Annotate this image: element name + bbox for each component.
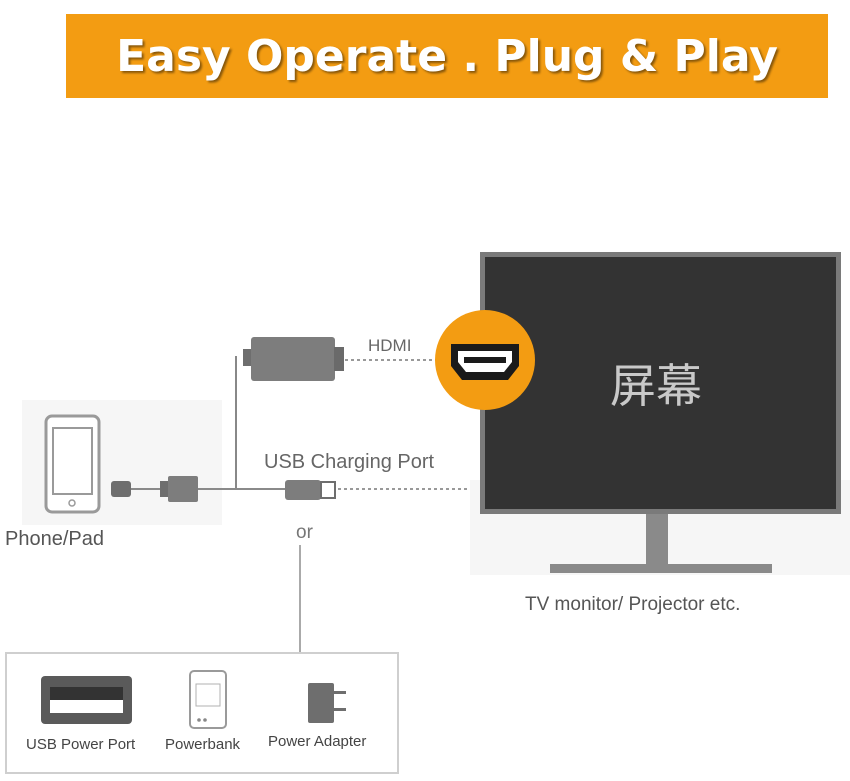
power-adapter-icon — [308, 683, 346, 723]
usb-charging-port-label: USB Charging Port — [264, 451, 435, 473]
tv-stand — [550, 512, 772, 573]
usb-power-port-icon — [41, 676, 132, 724]
usb-plug-icon — [285, 480, 336, 500]
tv-caption-label: TV monitor/ Projector etc. — [525, 594, 741, 615]
hdmi-dongle-icon — [235, 337, 344, 488]
tv-monitor-icon — [480, 252, 841, 514]
phone-pad-label: Phone/Pad — [5, 528, 104, 550]
phone-cable — [111, 476, 285, 502]
powerbank-label: Powerbank — [165, 736, 241, 753]
powerbank-icon — [189, 670, 227, 729]
banner-title: Easy Operate . Plug & Play — [116, 30, 778, 82]
phone-pad-icon — [44, 414, 101, 514]
screen-label: 屏幕 — [610, 359, 702, 413]
hdmi-label: HDMI — [368, 336, 412, 355]
hdmi-port-icon — [451, 344, 519, 380]
or-label: or — [296, 522, 313, 543]
title-banner: Easy Operate . Plug & Play — [66, 14, 828, 98]
usb-power-port-label: USB Power Port — [26, 736, 136, 753]
power-adapter-label: Power Adapter — [268, 733, 367, 750]
